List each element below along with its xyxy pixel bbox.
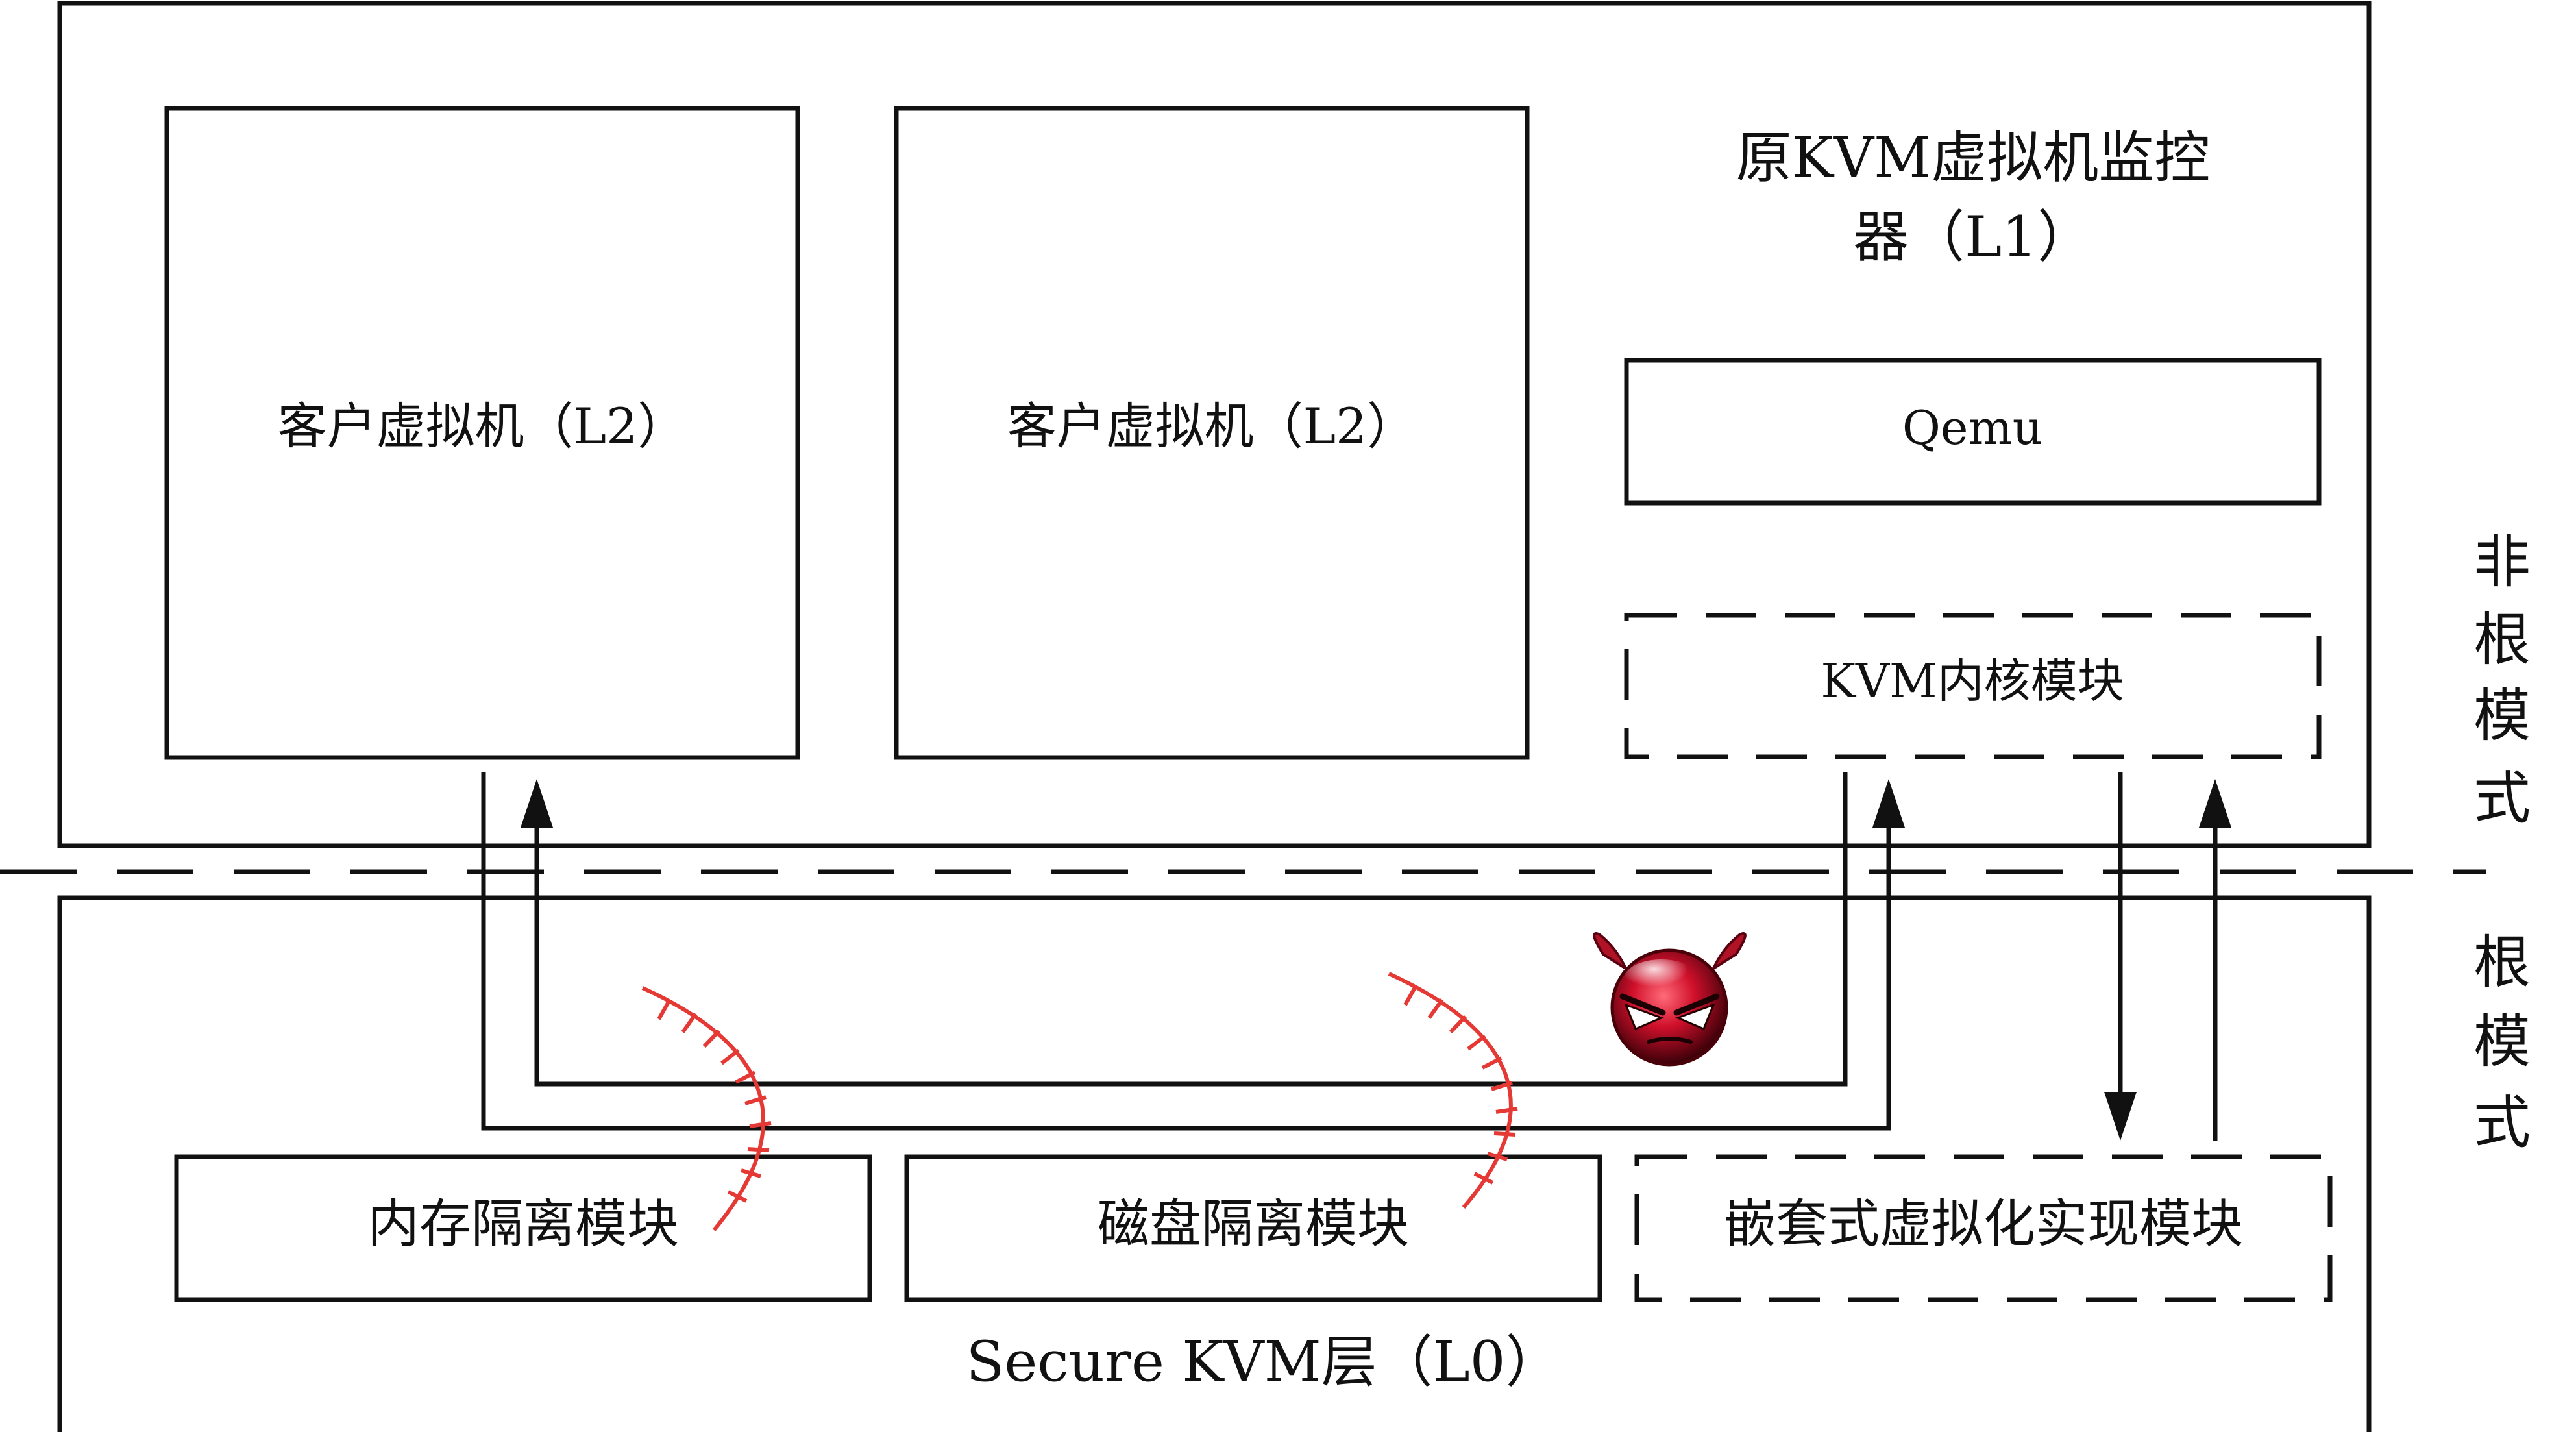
svg-text:模: 模 — [2473, 682, 2531, 749]
l1-title-line1: 原KVM虚拟机监控 — [1736, 126, 2210, 191]
response-path-inner — [534, 772, 1848, 1087]
svg-text:式: 式 — [2473, 1089, 2531, 1156]
memory-isolation-barrier — [641, 986, 772, 1231]
disk-isolation-barrier — [1388, 972, 1518, 1209]
qemu-box — [1624, 358, 2322, 506]
arrow-head-nested — [2104, 1092, 2137, 1141]
non-root-mode-label: 非 根 模 式 — [2473, 528, 2531, 832]
svg-text:模: 模 — [2473, 1008, 2531, 1075]
arrow-head-guest — [521, 779, 553, 828]
memory-isolation-box — [174, 1154, 872, 1302]
root-mode-label: 根 模 式 — [2473, 929, 2531, 1156]
guest-vm-2-box — [894, 106, 1530, 760]
disk-isolation-box — [904, 1154, 1602, 1302]
l1-title-line2: 器（L1） — [1853, 205, 2093, 270]
devil-face-icon — [1593, 932, 1747, 1067]
l1-hypervisor-box — [57, 1, 2372, 848]
svg-text:非: 非 — [2473, 528, 2531, 595]
guest-vm-1-label: 客户虚拟机（L2） — [278, 397, 687, 455]
svg-text:根: 根 — [2473, 606, 2531, 673]
svg-text:根: 根 — [2473, 929, 2531, 996]
kvm-kernel-module-label: KVM内核模块 — [1821, 654, 2124, 708]
arrow-head-kvm-right — [2199, 779, 2231, 828]
arrow-head-kvm — [1872, 779, 1905, 828]
disk-isolation-label: 磁盘隔离模块 — [1098, 1194, 1409, 1254]
qemu-label: Qemu — [1902, 401, 2042, 455]
guest-vm-2-label: 客户虚拟机（L2） — [1007, 397, 1417, 455]
svg-text:式: 式 — [2473, 765, 2531, 832]
request-path-outer — [481, 772, 1891, 1131]
guest-vm-1-box — [164, 106, 800, 760]
l0-label: Secure KVM层（L0） — [966, 1330, 1562, 1395]
l0-secure-kvm-box — [57, 895, 2372, 1432]
kvm-kernel-module-box — [1624, 613, 2322, 759]
memory-isolation-label: 内存隔离模块 — [367, 1194, 679, 1254]
nested-virtualization-label: 嵌套式虚拟化实现模块 — [1724, 1194, 2243, 1254]
nested-virtualization-box — [1634, 1154, 2333, 1302]
